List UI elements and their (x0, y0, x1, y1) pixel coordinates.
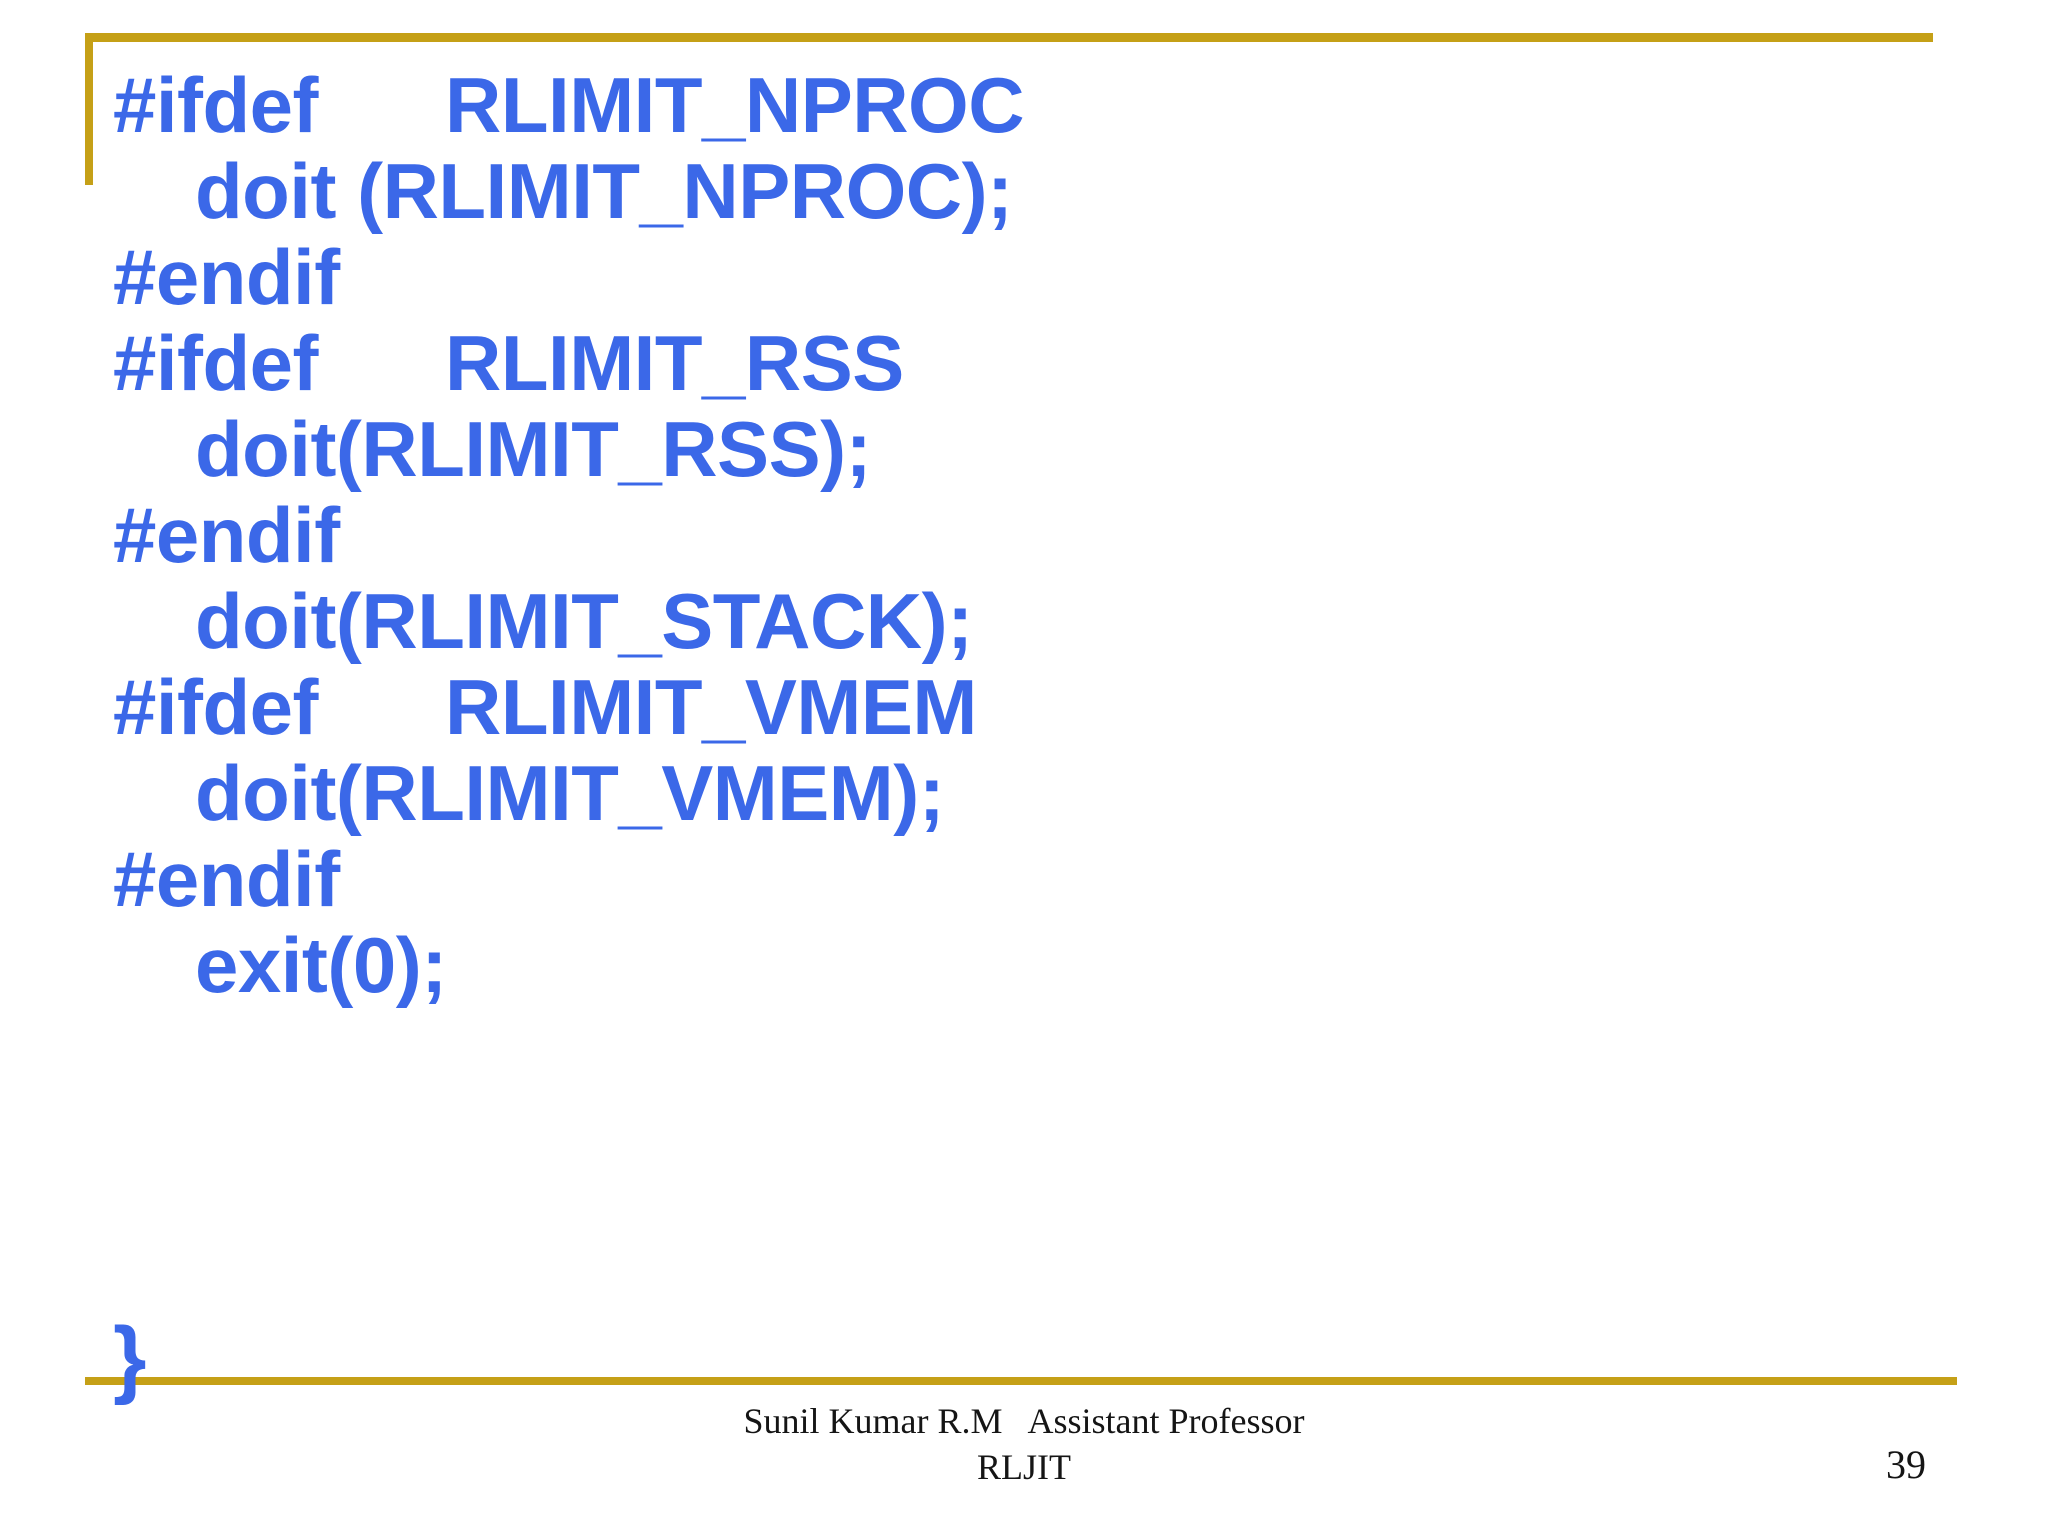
top-accent-rule (85, 33, 1933, 42)
footer-institution-line: RLJIT (977, 1447, 1071, 1487)
code-line: doit (RLIMIT_NPROC); (195, 147, 1013, 235)
code-block: #ifdef RLIMIT_NPROC doit (RLIMIT_NPROC);… (0, 62, 2048, 1008)
left-accent-rule (85, 33, 93, 185)
code-line: #ifdef RLIMIT_RSS (113, 319, 904, 407)
code-line: #ifdef RLIMIT_VMEM (113, 663, 977, 751)
bottom-accent-rule (85, 1377, 1957, 1385)
code-line: #endif (113, 233, 340, 321)
slide-footer: Sunil Kumar R.M Assistant Professor RLJI… (0, 1398, 2048, 1490)
code-line: #ifdef RLIMIT_NPROC (113, 61, 1025, 149)
code-line: doit(RLIMIT_VMEM); (195, 749, 945, 837)
slide-page-number: 39 (1886, 1442, 1926, 1487)
code-line: exit(0); (195, 921, 447, 1009)
code-line: #endif (113, 491, 340, 579)
code-line: #endif (113, 835, 340, 923)
code-line: doit(RLIMIT_RSS); (195, 405, 872, 493)
code-line: doit(RLIMIT_STACK); (195, 577, 973, 665)
footer-author-line: Sunil Kumar R.M Assistant Professor (743, 1401, 1305, 1441)
code-closing-brace: } (113, 1310, 147, 1406)
